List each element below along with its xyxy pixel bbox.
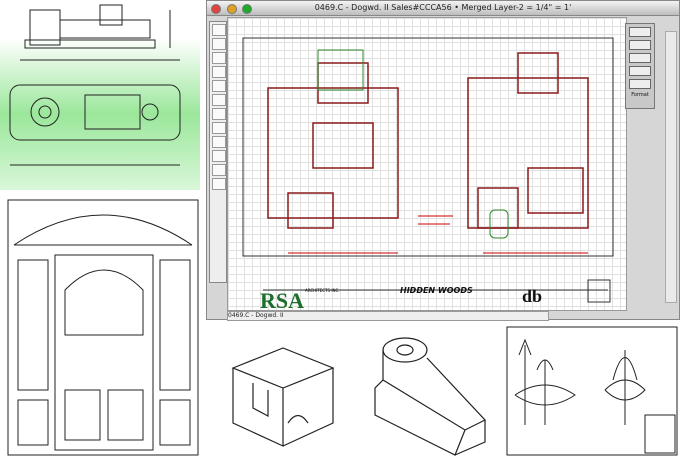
tool-icon[interactable] bbox=[212, 122, 226, 134]
mechanical-drawing bbox=[9, 4, 181, 166]
fence-detail-drawing-panel bbox=[505, 325, 680, 458]
format-palette[interactable]: Format bbox=[625, 23, 655, 109]
zoom-light[interactable] bbox=[242, 4, 253, 14]
line-tool-icon[interactable] bbox=[212, 38, 226, 50]
cad-window[interactable]: 0469.C - Dogwd. II Sales#CCCA56 • Merged… bbox=[206, 0, 680, 321]
rect-tool-icon[interactable] bbox=[212, 52, 226, 64]
window-controls bbox=[211, 4, 255, 19]
tool-icon[interactable] bbox=[212, 150, 226, 162]
isometric-block-drawing bbox=[231, 347, 335, 447]
tool-icon[interactable] bbox=[212, 136, 226, 148]
mechanical-drawing-panel bbox=[0, 0, 200, 190]
client-logo: db bbox=[522, 286, 543, 306]
door-drawing bbox=[7, 199, 199, 456]
isometric-bracket-drawing bbox=[374, 337, 486, 456]
palette-button[interactable] bbox=[629, 66, 651, 76]
tool-icon[interactable] bbox=[212, 178, 226, 190]
pointer-tool-icon[interactable] bbox=[212, 24, 226, 36]
status-bar: 0469.C - Dogwd. II bbox=[227, 311, 549, 321]
firm-name: ARCHITECTS INC. bbox=[305, 288, 340, 293]
door-drawing-panel bbox=[0, 195, 205, 458]
tool-icon[interactable] bbox=[212, 94, 226, 106]
drawing-canvas[interactable] bbox=[227, 17, 627, 311]
vertical-scrollbar[interactable] bbox=[665, 31, 677, 303]
circle-tool-icon[interactable] bbox=[212, 66, 226, 78]
window-title: 0469.C - Dogwd. II Sales#CCCA56 • Merged… bbox=[314, 3, 572, 12]
isometric-bracket-drawing-panel bbox=[365, 330, 505, 458]
window-title-bar[interactable]: 0469.C - Dogwd. II Sales#CCCA56 • Merged… bbox=[207, 1, 679, 16]
palette-button[interactable] bbox=[629, 27, 651, 37]
floor-plan-drawing bbox=[242, 37, 614, 303]
tool-icon[interactable] bbox=[212, 108, 226, 120]
tool-icon[interactable] bbox=[212, 164, 226, 176]
format-label[interactable]: Format bbox=[631, 92, 649, 98]
palette-button[interactable] bbox=[629, 53, 651, 63]
palette-button[interactable] bbox=[629, 40, 651, 50]
project-title: HIDDEN WOODS bbox=[400, 286, 473, 295]
close-light[interactable] bbox=[211, 4, 221, 14]
isometric-block-drawing-panel bbox=[213, 328, 363, 458]
firm-logo: RSA bbox=[260, 288, 305, 313]
minimize-light[interactable] bbox=[226, 4, 237, 14]
fence-detail-drawing bbox=[506, 326, 678, 456]
tool-palette[interactable] bbox=[209, 21, 227, 283]
text-tool-icon[interactable] bbox=[212, 80, 226, 92]
palette-button[interactable] bbox=[629, 79, 651, 89]
